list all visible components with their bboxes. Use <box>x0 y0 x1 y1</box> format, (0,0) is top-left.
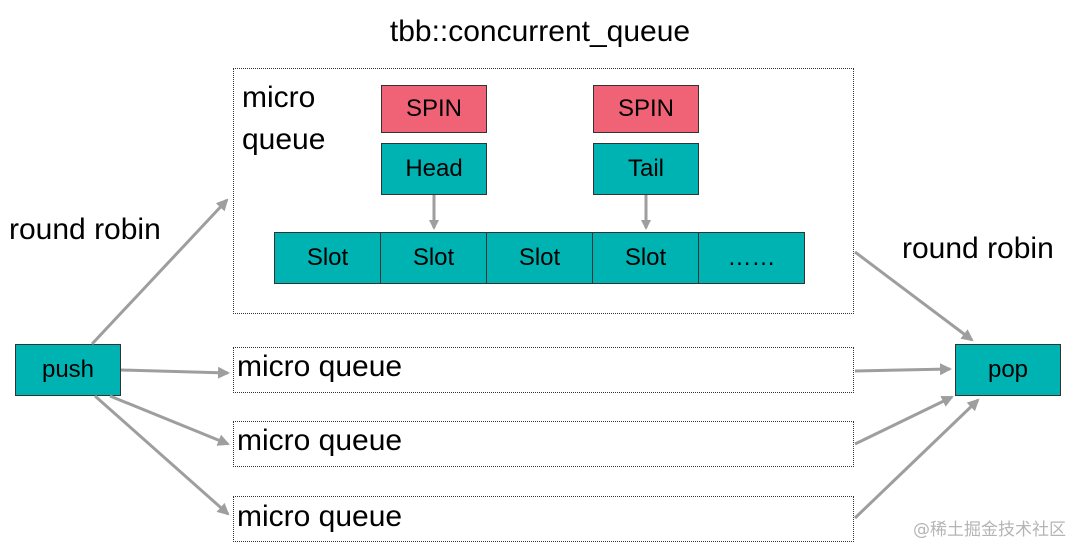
main-micro-queue-label-line2: queue <box>242 123 326 156</box>
slot-array: Slot Slot Slot Slot …… <box>274 232 805 284</box>
spin-lock-tail: SPIN <box>593 85 699 133</box>
micro-queue-label-4: micro queue <box>237 500 403 533</box>
pop-node: pop <box>955 344 1061 396</box>
round-robin-label-right: round robin <box>902 232 1054 265</box>
round-robin-label-left: round robin <box>9 213 161 246</box>
micro-queue-box-3 <box>233 421 854 467</box>
slot-cell: Slot <box>593 233 699 283</box>
slot-cell: Slot <box>381 233 487 283</box>
diagram-title: tbb::concurrent_queue <box>389 15 691 48</box>
slot-cell: Slot <box>275 233 381 283</box>
watermark: @稀土掘金技术社区 <box>913 520 1066 540</box>
queue-4-to-pop-arrow <box>853 398 980 520</box>
head-pointer: Head <box>381 143 487 195</box>
main-micro-queue-label-line1: micro <box>242 81 316 114</box>
queue-3-to-pop-arrow <box>854 395 954 446</box>
push-node: push <box>15 344 121 396</box>
micro-queue-label-3: micro queue <box>237 424 403 457</box>
slot-cell: Slot <box>487 233 593 283</box>
main-micro-queue-box <box>233 68 854 314</box>
queue-2-to-pop-arrow <box>854 363 952 376</box>
main-micro-queue-label: micro queue <box>242 77 352 161</box>
micro-queue-box-4 <box>233 496 854 542</box>
push-to-queue-4-arrow <box>94 394 230 516</box>
spin-lock-head: SPIN <box>381 85 487 133</box>
micro-queue-label-2: micro queue <box>237 350 403 383</box>
push-to-queue-3-arrow <box>109 394 230 446</box>
micro-queue-box-2 <box>233 347 854 393</box>
push-to-queue-2-arrow <box>120 366 230 379</box>
slot-ellipsis: …… <box>699 233 804 283</box>
tail-pointer: Tail <box>593 143 699 195</box>
